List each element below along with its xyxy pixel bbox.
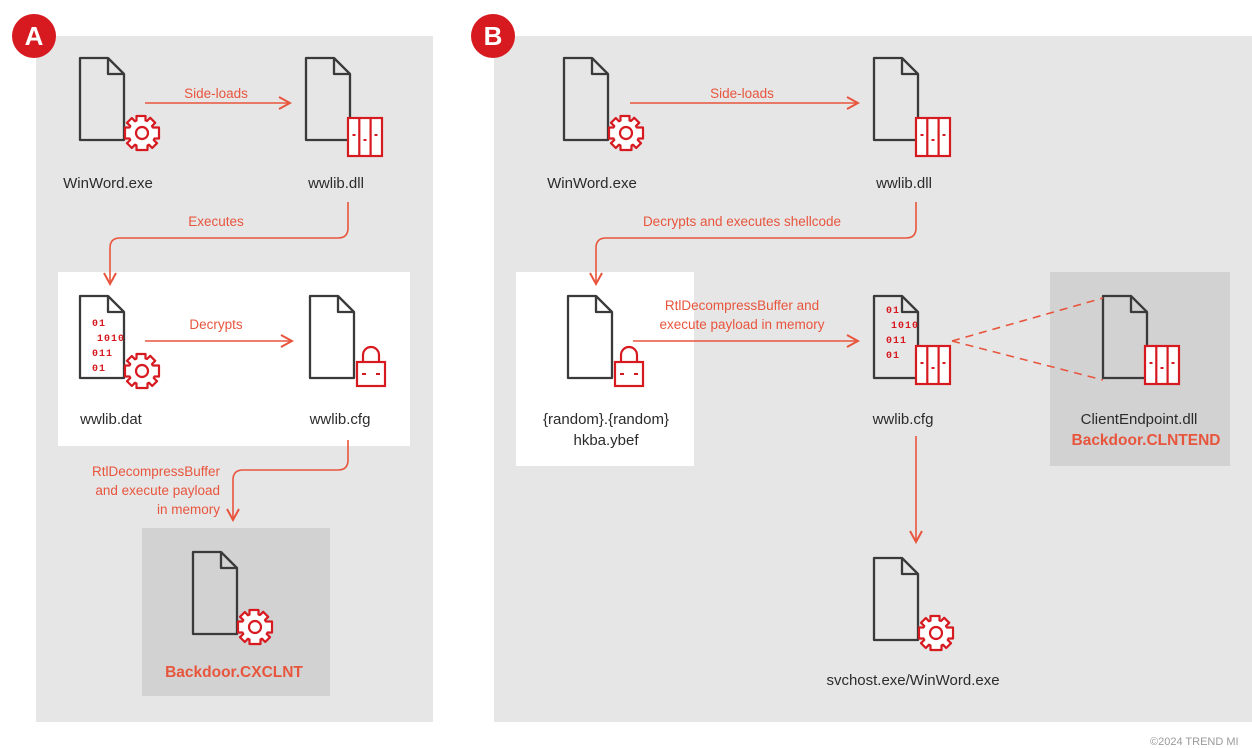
panel-a-badge: A <box>12 14 56 58</box>
decrypts-executes-label-b: Decrypts and executes shellcode <box>642 214 842 229</box>
svchost-label: svchost.exe/WinWord.exe <box>826 672 1000 689</box>
backdoor-cxclnt-icon-a <box>191 550 274 646</box>
sideloads-label-a: Side-loads <box>184 86 248 101</box>
winword-exe-label-b: WinWord.exe <box>547 175 637 192</box>
client-endpoint-dll-label: ClientEndpoint.dll <box>1080 411 1198 428</box>
wwlib-cfg-label-b: wwlib.cfg <box>872 411 934 428</box>
executes-arrow-a <box>110 202 349 284</box>
wwlib-dat-label-a: wwlib.dat <box>80 411 142 428</box>
wwlib-dat-icon-a <box>78 294 161 390</box>
rtl-label-a-line3: in memory <box>156 502 220 517</box>
sideloads-label-b: Side-loads <box>710 86 774 101</box>
rtl-label-b-line2: execute payload in memory <box>659 317 825 332</box>
winword-exe-label-a: WinWord.exe <box>63 175 153 192</box>
wwlib-dll-icon-b <box>872 56 952 158</box>
backdoor-cxclnt-label: Backdoor.CXCLNT <box>165 664 303 681</box>
random-file-label-line2: hkba.ybef <box>573 432 639 449</box>
wwlib-dll-label-a: wwlib.dll <box>308 175 364 192</box>
rtl-label-a-line1: RtlDecompressBuffer <box>91 464 220 479</box>
backdoor-clntend-label: Backdoor.CLNTEND <box>1071 432 1221 449</box>
random-file-label-line1: {random}.{random} <box>543 411 669 428</box>
winword-exe-icon-a <box>78 56 161 152</box>
wwlib-cfg-icon-a <box>308 294 387 388</box>
svchost-icon-b <box>872 556 955 652</box>
decrypts-arrow-b <box>596 202 917 284</box>
rtl-label-b-line1: RtlDecompressBuffer and <box>664 298 820 313</box>
wwlib-dll-label-b: wwlib.dll <box>876 175 932 192</box>
client-endpoint-dll-icon-b <box>1101 294 1181 386</box>
dll-expansion-lines-b <box>951 297 1104 381</box>
wwlib-cfg-label-a: wwlib.cfg <box>309 411 371 428</box>
decrypts-label-a: Decrypts <box>189 317 243 332</box>
wwlib-dll-icon-a <box>304 56 384 158</box>
executes-label-a: Executes <box>188 214 244 229</box>
copyright: ©2024 TREND MI <box>1150 736 1239 748</box>
decrypt-stage-box-a <box>58 272 410 446</box>
winword-exe-icon-b <box>562 56 645 152</box>
random-shellcode-icon-b <box>566 294 645 388</box>
rtl-arrow-a <box>233 440 349 520</box>
wwlib-cfg-icon-b <box>872 294 952 386</box>
rtl-label-a-line2: and execute payload <box>95 483 220 498</box>
panel-b-badge: B <box>471 14 515 58</box>
